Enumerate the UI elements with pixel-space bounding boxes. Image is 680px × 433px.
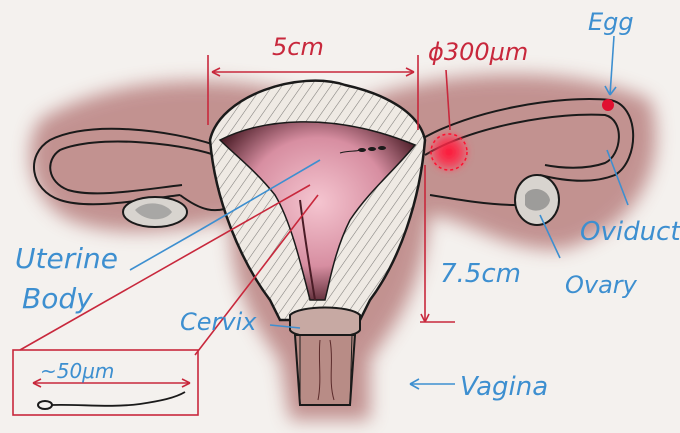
cervix-vagina (290, 308, 360, 406)
vagina-label: Vagina (460, 372, 548, 402)
sperm-length-label: ~50μm (40, 359, 114, 383)
height-measure-label: 7.5cm (440, 259, 521, 289)
uterine-label: Uterine (15, 242, 118, 275)
ovary-label: Ovary (565, 271, 638, 299)
right-ovary (515, 175, 559, 225)
egg-label: Egg (588, 8, 634, 36)
egg-target-glow (427, 130, 471, 174)
sperm-illustration (38, 392, 185, 409)
egg-dot (602, 99, 614, 111)
width-measure-label: 5cm (272, 33, 324, 61)
body-label: Body (22, 282, 93, 315)
egg-diameter-label: ϕ300μm (428, 38, 528, 66)
left-ovary (123, 197, 187, 227)
oviduct-label: Oviduct (580, 217, 680, 247)
cervix-label: Cervix (180, 308, 257, 336)
